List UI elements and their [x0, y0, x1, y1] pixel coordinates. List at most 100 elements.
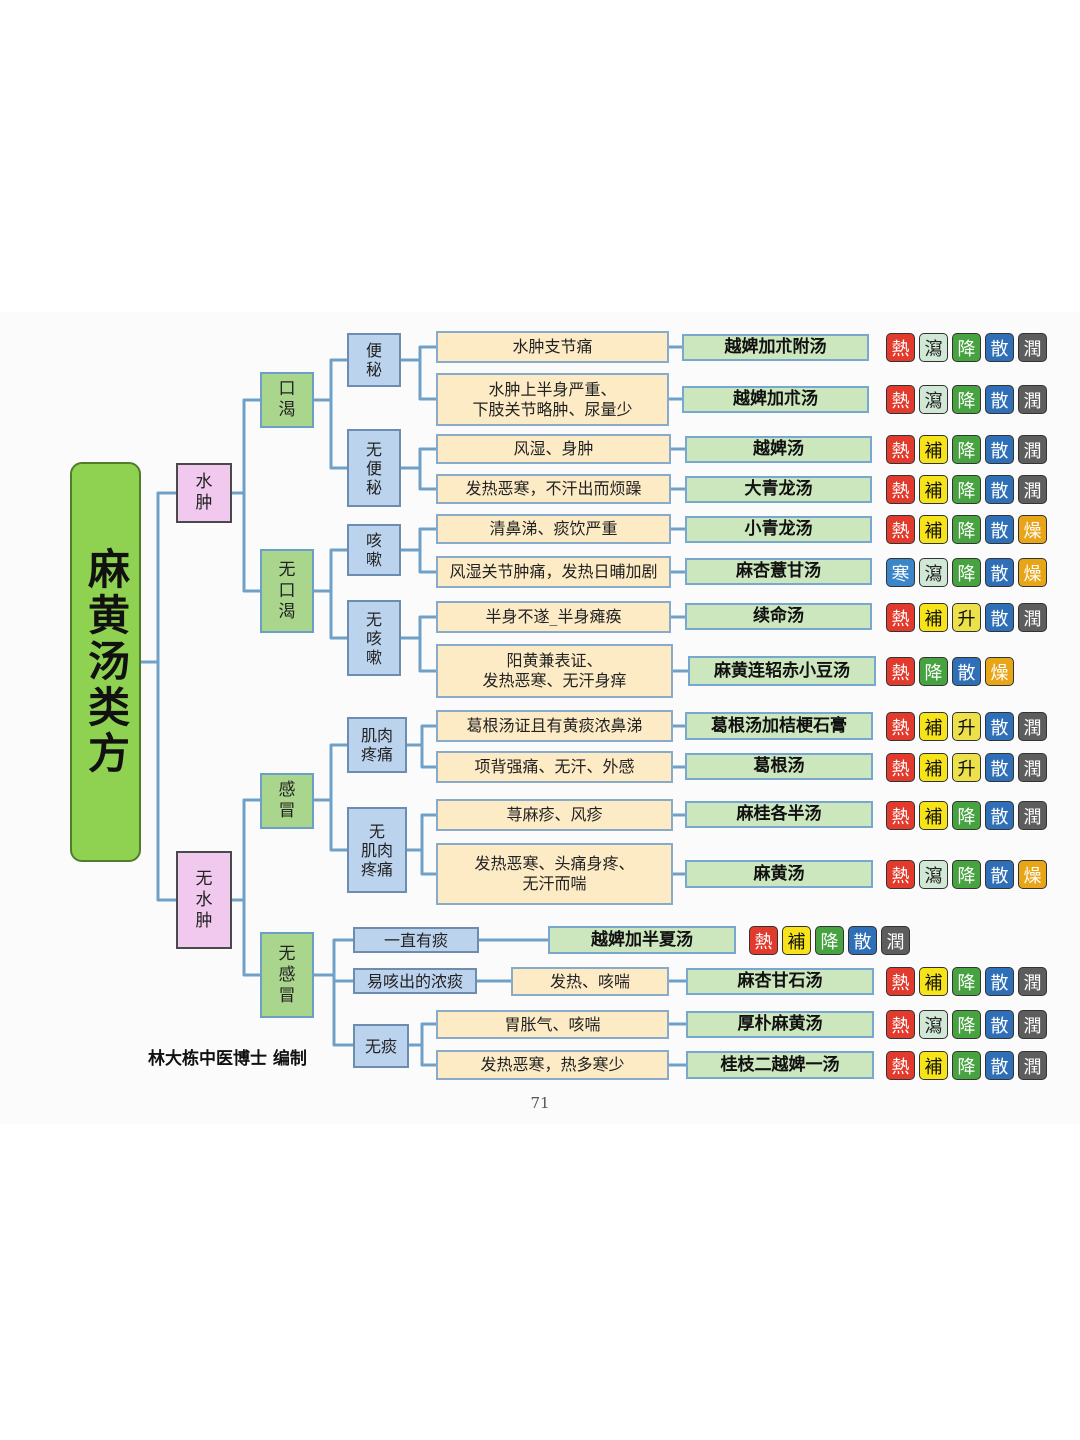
badge-hot: 熱	[886, 475, 915, 504]
badge-hot: 熱	[886, 515, 915, 544]
formula-box: 桂枝二越婢一汤	[686, 1051, 874, 1079]
badge-purge: 瀉	[919, 1010, 948, 1039]
badge-tonify: 補	[919, 801, 948, 830]
badge-disperse: 散	[985, 712, 1014, 741]
formula-box: 小青龙汤	[685, 516, 872, 543]
node-no-constipation: 无 便 秘	[347, 429, 401, 507]
node-constipation: 便 秘	[347, 333, 401, 387]
symptom-box: 荨麻疹、风疹	[436, 799, 673, 831]
symptom-box: 发热恶寒，热多寒少	[436, 1050, 669, 1080]
formula-box: 越婢加朮附汤	[682, 334, 869, 361]
badge-dry: 燥	[985, 657, 1014, 686]
badge-descend: 降	[952, 801, 981, 830]
badge-hot: 熱	[886, 1051, 915, 1080]
badge-disperse: 散	[985, 515, 1014, 544]
badge-purge: 瀉	[919, 385, 948, 414]
badge-tonify: 補	[919, 475, 948, 504]
formula-box: 麻桂各半汤	[685, 801, 873, 828]
node-no-phlegm: 无痰	[353, 1024, 409, 1068]
badge-disperse: 散	[952, 657, 981, 686]
badge-descend: 降	[952, 435, 981, 464]
formula-box: 大青龙汤	[685, 476, 872, 503]
badge-moisten: 潤	[1018, 385, 1047, 414]
badge-descend: 降	[952, 558, 981, 587]
badge-hot: 熱	[886, 753, 915, 782]
badge-dry: 燥	[1018, 558, 1047, 587]
badge-tonify: 補	[919, 753, 948, 782]
badge-disperse: 散	[985, 1010, 1014, 1039]
symptom-box: 阳黄兼表证、 发热恶寒、无汗身痒	[436, 644, 673, 698]
badge-descend: 降	[952, 475, 981, 504]
badge-hot: 熱	[886, 333, 915, 362]
badge-disperse: 散	[985, 385, 1014, 414]
badge-purge: 瀉	[919, 558, 948, 587]
badge-ascend: 升	[952, 753, 981, 782]
symptom-box: 风湿、身肿	[436, 434, 671, 464]
badge-disperse: 散	[985, 603, 1014, 632]
badge-disperse: 散	[985, 753, 1014, 782]
badge-descend: 降	[952, 385, 981, 414]
badge-moisten: 潤	[1018, 435, 1047, 464]
badge-disperse: 散	[985, 967, 1014, 996]
node-no-cold: 无 感 冒	[260, 932, 314, 1018]
formula-box: 越婢加朮汤	[682, 386, 869, 413]
badge-tonify: 補	[782, 926, 811, 955]
badge-descend: 降	[952, 1010, 981, 1039]
badge-descend: 降	[952, 333, 981, 362]
badge-disperse: 散	[985, 333, 1014, 362]
badge-hot: 熱	[886, 967, 915, 996]
badge-hot: 熱	[886, 1010, 915, 1039]
symptom-box: 半身不遂_半身瘫痪	[436, 601, 671, 633]
formula-box: 葛根汤加桔梗石膏	[685, 712, 873, 740]
badge-disperse: 散	[985, 1051, 1014, 1080]
badge-ascend: 升	[952, 712, 981, 741]
symptom-box: 风湿关节肿痛，发热日晡加剧	[436, 556, 671, 588]
badge-dry: 燥	[1018, 515, 1047, 544]
badge-moisten: 潤	[1018, 475, 1047, 504]
node-expectorable-phlegm: 易咳出的浓痰	[353, 968, 477, 994]
formula-box: 越婢加半夏汤	[548, 926, 736, 954]
badge-hot: 熱	[886, 385, 915, 414]
formula-box: 续命汤	[685, 603, 872, 630]
node-edema: 水 肿	[176, 463, 232, 523]
badge-descend: 降	[815, 926, 844, 955]
symptom-box: 水肿上半身严重、 下肢关节略肿、尿量少	[436, 373, 669, 426]
badge-moisten: 潤	[1018, 333, 1047, 362]
node-persistent-phlegm: 一直有痰	[353, 927, 479, 953]
formula-box: 麻杏薏甘汤	[685, 558, 872, 585]
symptom-box: 葛根汤证且有黄痰浓鼻涕	[436, 710, 673, 742]
badge-disperse: 散	[985, 475, 1014, 504]
symptom-box: 项背强痛、无汗、外感	[436, 751, 673, 783]
badge-tonify: 補	[919, 435, 948, 464]
node-thirst: 口 渴	[260, 372, 314, 428]
badge-disperse: 散	[985, 860, 1014, 889]
formula-box: 麻黄连轺赤小豆汤	[688, 656, 876, 686]
formula-box: 麻杏甘石汤	[686, 968, 874, 995]
badge-purge: 瀉	[919, 860, 948, 889]
badge-moisten: 潤	[1018, 712, 1047, 741]
diagram-title: 麻黄汤类方	[70, 462, 141, 862]
page-number: 71	[530, 1094, 550, 1112]
badge-tonify: 補	[919, 603, 948, 632]
badge-cold: 寒	[886, 558, 915, 587]
badge-disperse: 散	[985, 558, 1014, 587]
node-no-edema: 无 水 肿	[176, 851, 232, 949]
formula-box: 厚朴麻黄汤	[686, 1011, 874, 1038]
badge-dry: 燥	[1018, 860, 1047, 889]
badge-moisten: 潤	[1018, 801, 1047, 830]
badge-tonify: 補	[919, 1051, 948, 1080]
symptom-box: 水肿支节痛	[436, 331, 669, 363]
badge-hot: 熱	[886, 860, 915, 889]
badge-descend: 降	[952, 515, 981, 544]
badge-tonify: 補	[919, 515, 948, 544]
badge-hot: 熱	[886, 657, 915, 686]
badge-moisten: 潤	[881, 926, 910, 955]
symptom-box: 发热、咳喘	[511, 967, 669, 996]
symptom-box: 发热恶寒，不汗出而烦躁	[436, 474, 671, 504]
badge-tonify: 補	[919, 967, 948, 996]
node-no-muscle-pain: 无 肌肉 疼痛	[347, 807, 407, 893]
node-cough: 咳 嗽	[347, 524, 401, 576]
badge-hot: 熱	[886, 435, 915, 464]
badge-moisten: 潤	[1018, 603, 1047, 632]
